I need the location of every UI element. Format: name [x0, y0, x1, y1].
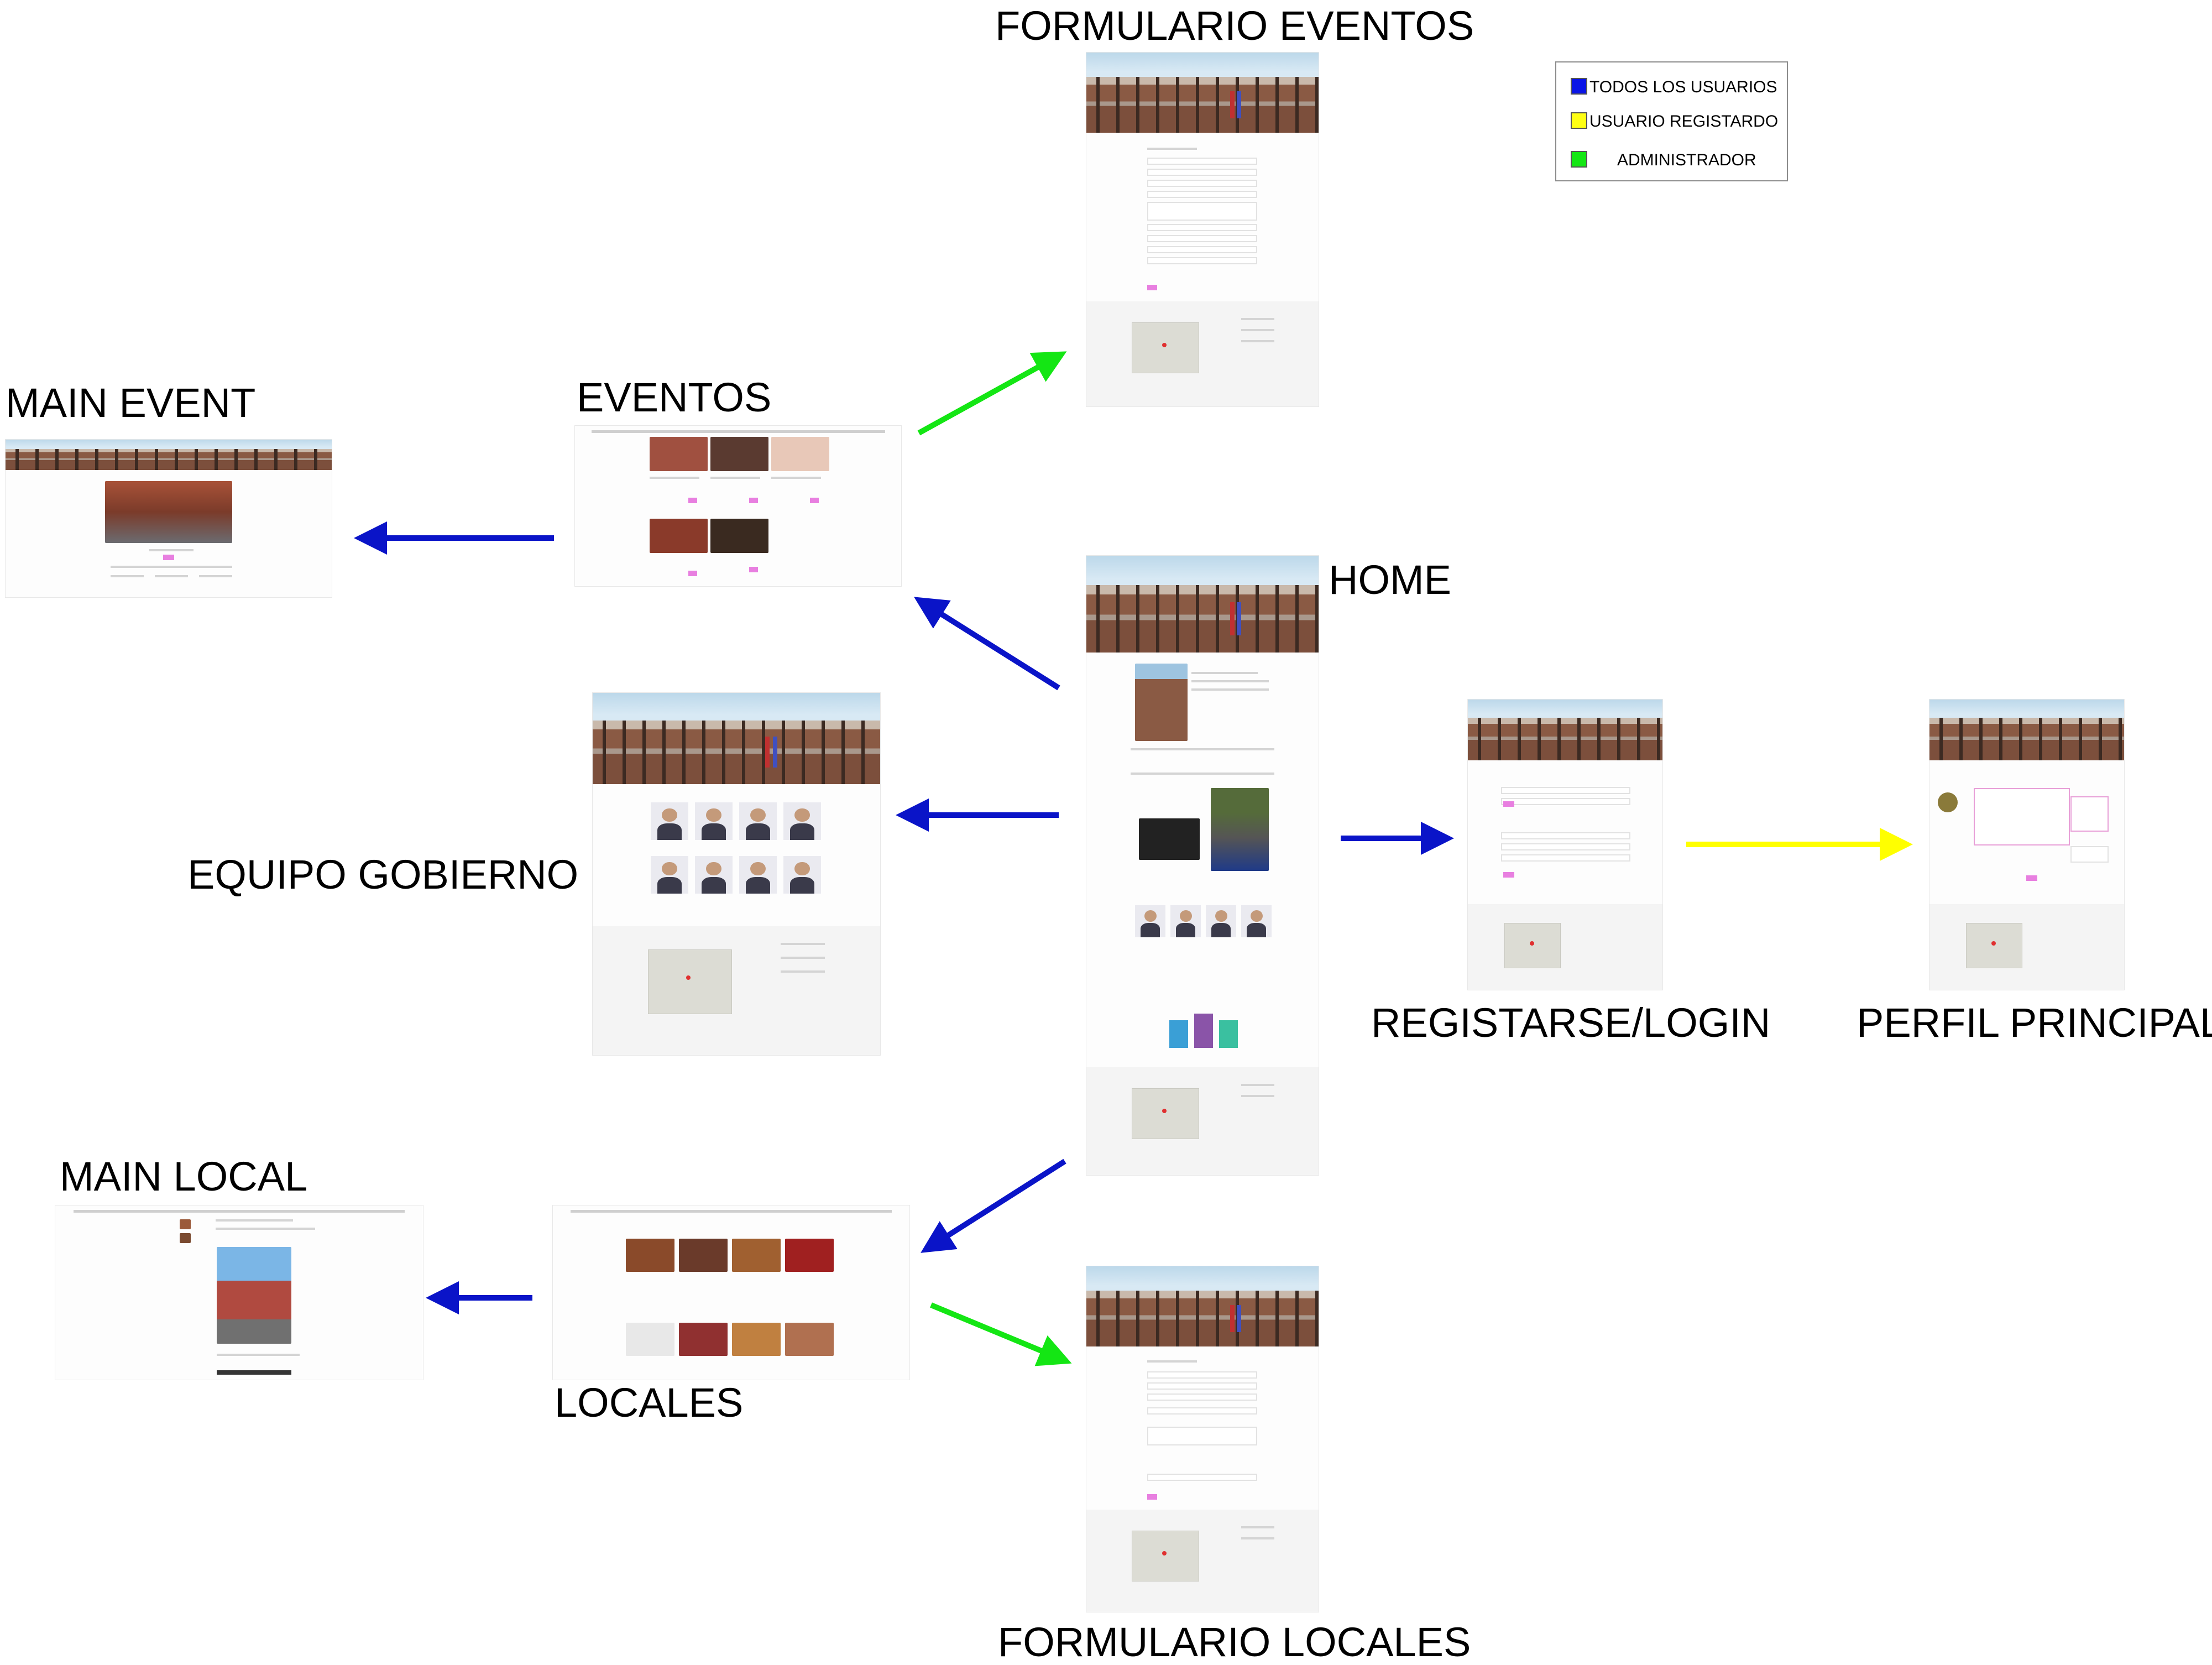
chart-bar	[1169, 1020, 1188, 1048]
screenshot-main-event	[6, 440, 332, 597]
screenshot-equipo-gobierno	[593, 693, 880, 1055]
hero-image	[1086, 53, 1319, 133]
map	[1132, 322, 1199, 373]
label-registrarse-login: REGISTARSE/LOGIN	[1371, 1000, 1771, 1046]
hero-image	[1929, 700, 2124, 760]
hero-image	[593, 693, 880, 784]
screenshot-main-local	[55, 1205, 423, 1380]
legend-label: TODOS LOS USUARIOS	[1589, 78, 1777, 96]
map	[1966, 923, 2022, 968]
hero-image	[1086, 1266, 1319, 1346]
chart-bar	[1219, 1020, 1238, 1048]
legend-swatch-blue	[1571, 78, 1587, 95]
legend-swatch-green	[1571, 151, 1587, 168]
hero-image	[6, 440, 332, 470]
chart-bar	[1194, 1014, 1213, 1048]
label-equipo-gobierno: EQUIPO GOBIERNO	[187, 852, 579, 897]
event-photo	[105, 481, 232, 543]
arrow-locales-to-formulario-locales	[930, 1302, 1072, 1366]
local-photo	[217, 1247, 291, 1344]
map	[1132, 1088, 1199, 1139]
label-formulario-locales: FORMULARIO LOCALES	[998, 1619, 1471, 1665]
avatar	[1938, 792, 1958, 812]
label-eventos: EVENTOS	[577, 374, 772, 420]
label-formulario-eventos: FORMULARIO EVENTOS	[995, 3, 1474, 49]
map	[1504, 923, 1561, 968]
map	[648, 949, 732, 1014]
legend-swatch-yellow	[1571, 112, 1587, 129]
screenshot-formulario-locales	[1086, 1266, 1319, 1612]
screenshot-home	[1086, 556, 1319, 1175]
hero-image	[1086, 556, 1319, 653]
label-locales: LOCALES	[555, 1380, 744, 1426]
screenshot-perfil-principal	[1929, 700, 2124, 990]
screenshot-registrarse-login	[1468, 700, 1662, 990]
screenshot-eventos	[575, 426, 901, 586]
map	[1132, 1531, 1199, 1582]
screenshot-formulario-eventos	[1086, 53, 1319, 406]
hero-image	[1468, 700, 1662, 760]
legend: TODOS LOS USUARIOS USUARIO REGISTARDO AD…	[1555, 61, 1788, 181]
legend-label: USUARIO REGISTARDO	[1589, 112, 1779, 131]
label-perfil-principal: PERFIL PRINCIPAL	[1857, 1000, 2212, 1046]
arrow-home-to-eventos	[914, 597, 1060, 691]
label-main-event: MAIN EVENT	[6, 380, 256, 426]
screenshot-locales	[553, 1205, 909, 1380]
legend-label: ADMINISTRADOR	[1617, 151, 1756, 169]
label-main-local: MAIN LOCAL	[60, 1154, 308, 1199]
arrow-home-to-locales	[921, 1158, 1066, 1253]
label-home: HOME	[1329, 557, 1451, 603]
arrow-eventos-to-formulario-eventos	[917, 351, 1067, 436]
